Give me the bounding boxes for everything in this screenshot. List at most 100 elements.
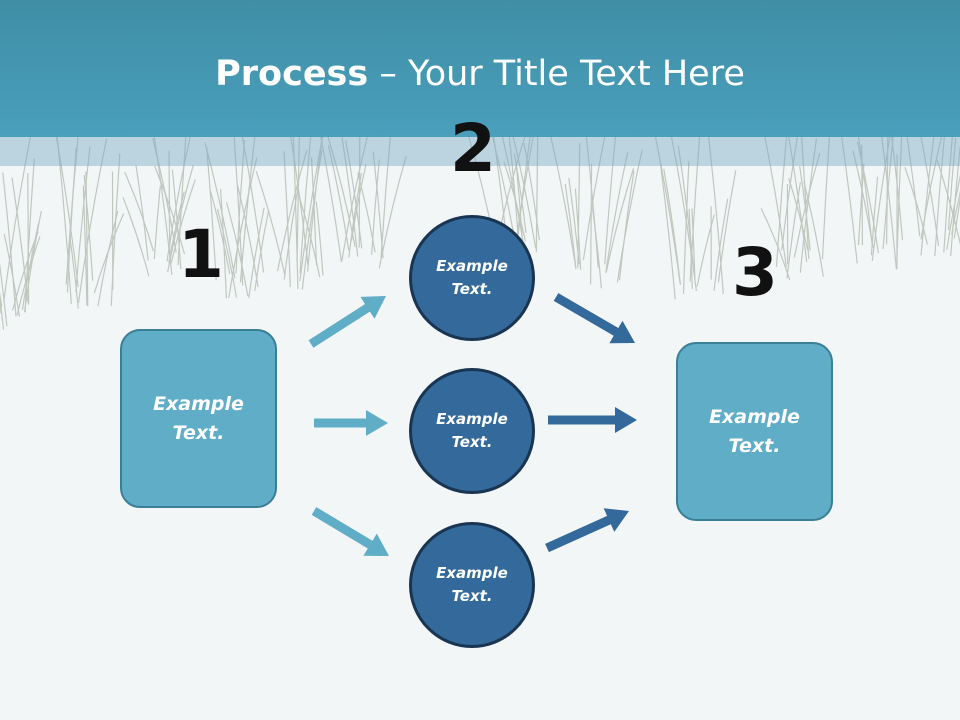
circle-middle-text: Example Text.: [436, 410, 508, 451]
grass-blade: [574, 188, 582, 270]
grass-blade: [564, 183, 577, 268]
grass-blade: [0, 294, 5, 330]
grass-blade: [110, 153, 121, 306]
grass-blade: [135, 165, 149, 261]
grass-blade: [953, 196, 960, 239]
grass-blade: [235, 139, 246, 274]
grass-blade: [220, 189, 227, 299]
grass-blade: [372, 151, 384, 259]
grass-blade: [950, 147, 960, 257]
grass-blade: [154, 165, 186, 255]
grass-blade: [659, 160, 676, 300]
grass-blade: [326, 133, 356, 247]
grass-blade: [56, 135, 72, 304]
step-number-1: 1: [178, 216, 224, 293]
slide-title-bold: Process: [215, 54, 369, 94]
left-box-text: Example Text.: [153, 392, 244, 444]
grass-blade: [762, 129, 787, 268]
grass-blade: [677, 145, 695, 273]
arrow-top-to-right: [553, 293, 635, 344]
grass-blade: [27, 173, 30, 305]
grass-blade: [315, 201, 324, 276]
title-bar-band: [0, 137, 960, 166]
grass-blade: [605, 152, 629, 273]
grass-blade: [618, 170, 635, 281]
grass-blade: [310, 157, 318, 266]
grass-blade: [549, 131, 577, 270]
grass-blade: [856, 141, 880, 254]
grass-blade: [857, 164, 865, 245]
grass-blade: [209, 190, 231, 274]
grass-blade: [254, 209, 270, 291]
grass-blade: [97, 210, 119, 307]
grass-blade: [713, 198, 729, 291]
grass-blade: [255, 171, 286, 276]
grass-blade: [21, 222, 40, 310]
grass-blade: [75, 146, 91, 292]
grass-blade: [24, 158, 35, 313]
grass-blade: [248, 207, 265, 298]
arrow-middle-to-right: [548, 407, 637, 433]
grass-blade: [760, 208, 791, 281]
grass-blade: [226, 202, 249, 297]
grass-blade: [171, 169, 182, 270]
grass-blade: [283, 151, 291, 288]
grass-blade: [65, 136, 79, 285]
circle-top-text: Example Text.: [436, 257, 508, 298]
right-box[interactable]: Example Text.: [676, 342, 833, 521]
grass-blade: [568, 178, 580, 265]
grass-blade: [535, 124, 539, 253]
grass-blade: [124, 171, 154, 252]
grass-blade: [153, 185, 161, 260]
grass-blade: [283, 183, 300, 280]
step-number-2: 2: [450, 110, 496, 187]
left-box[interactable]: Example Text.: [120, 329, 277, 508]
grass-blade: [170, 179, 196, 263]
grass-blade: [793, 153, 821, 258]
grass-blade: [236, 184, 259, 288]
circle-bottom[interactable]: Example Text.: [409, 522, 535, 648]
grass-blade: [951, 190, 960, 235]
circle-middle[interactable]: Example Text.: [409, 368, 535, 494]
grass-blade: [523, 142, 540, 241]
grass-blade: [298, 197, 321, 278]
arrow-left-to-bottom: [311, 507, 389, 556]
grass-blade: [803, 181, 824, 277]
grass-blade: [682, 160, 690, 294]
grass-blade: [327, 145, 350, 251]
grass-blade: [688, 208, 693, 289]
grass-blade: [239, 124, 257, 283]
grass-blade: [904, 167, 928, 245]
grass-blade: [691, 208, 696, 279]
slide-title: Process – Your Title Text Here: [0, 52, 960, 96]
grass-blade: [12, 231, 39, 311]
grass-blade: [228, 157, 258, 298]
circle-bottom-text: Example Text.: [436, 564, 508, 605]
slide-title-rest: – Your Title Text Here: [368, 54, 745, 94]
grass-blade: [670, 136, 697, 292]
step-number-3: 3: [732, 234, 778, 311]
grass-blade: [3, 128, 33, 302]
grass-blade: [371, 159, 380, 255]
grass-blade: [206, 146, 217, 281]
grass-blade: [870, 176, 879, 256]
grass-blade: [936, 160, 960, 245]
grass-blade: [513, 153, 527, 234]
grass-blade: [605, 168, 635, 272]
grass-blade: [2, 172, 17, 317]
grass-blade: [717, 170, 737, 283]
grass-blade: [77, 138, 108, 304]
grass-blade: [788, 178, 809, 251]
grass-blade: [217, 209, 238, 298]
circle-top[interactable]: Example Text.: [409, 215, 535, 341]
grass-blade: [122, 197, 150, 277]
grass-blade: [653, 130, 681, 284]
grass-blade: [499, 125, 525, 250]
grass-blade: [358, 133, 361, 248]
grass-blade: [348, 172, 362, 258]
arrow-left-to-top: [308, 296, 386, 348]
arrow-left-to-middle: [314, 410, 388, 436]
grass-blade: [168, 191, 185, 263]
grass-blade: [85, 171, 89, 307]
